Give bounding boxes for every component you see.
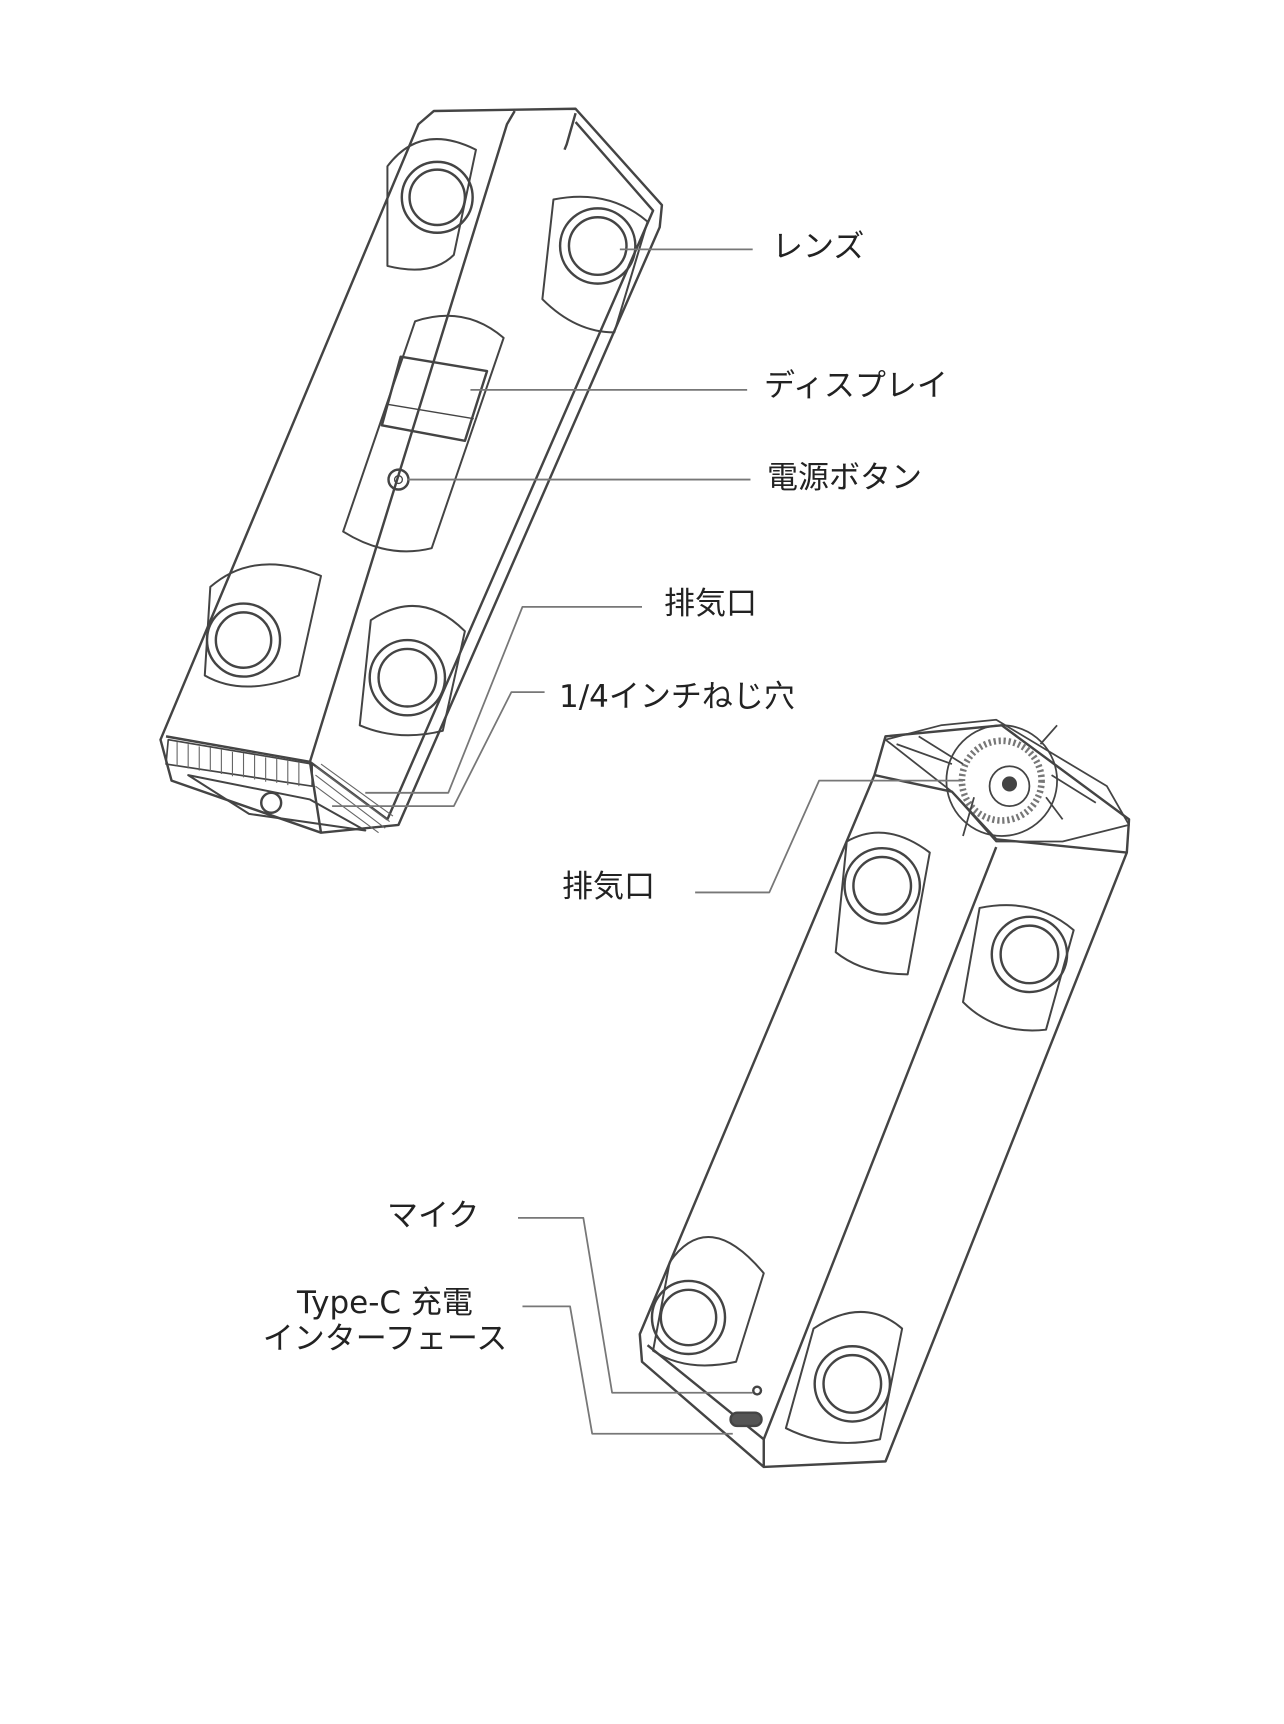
camera-rear-view: [638, 718, 1131, 1469]
leader-vent-top: [365, 605, 643, 794]
screw-hole: [260, 791, 283, 814]
label-screw-hole: 1/4インチねじ穴: [559, 679, 795, 715]
label-vent-top: 排気口: [664, 586, 757, 622]
label-typec-line1: Type-C 充電: [297, 1285, 473, 1321]
leader-typec: [522, 1305, 733, 1435]
label-vent-bottom: 排気口: [562, 869, 655, 905]
camera-front-view: [159, 107, 664, 834]
label-lens: レンズ: [772, 229, 865, 265]
label-typec-line2: インターフェース: [262, 1320, 508, 1357]
mic-hole: [752, 1385, 763, 1396]
left-body-outline: [159, 107, 664, 834]
label-typec: Type-C 充電 インターフェース: [240, 1285, 530, 1357]
right-body-outline: [638, 724, 1131, 1469]
leader-vent-bottom: [695, 779, 964, 894]
tripod-plate: [187, 774, 367, 832]
label-display: ディスプレイ: [764, 368, 948, 404]
usb-c-port: [729, 1411, 763, 1428]
lens-pods-left: [203, 138, 649, 737]
label-mic: マイク: [387, 1198, 480, 1234]
display-panel: [342, 314, 505, 553]
vent-grill-left: [165, 738, 313, 788]
label-power-button: 電源ボタン: [767, 460, 922, 496]
leader-lines: [332, 248, 964, 1435]
lens-pods-right: [650, 831, 1075, 1444]
leader-mic: [518, 1216, 753, 1394]
leader-screw-hole: [332, 691, 545, 807]
display-screen: [380, 355, 489, 443]
